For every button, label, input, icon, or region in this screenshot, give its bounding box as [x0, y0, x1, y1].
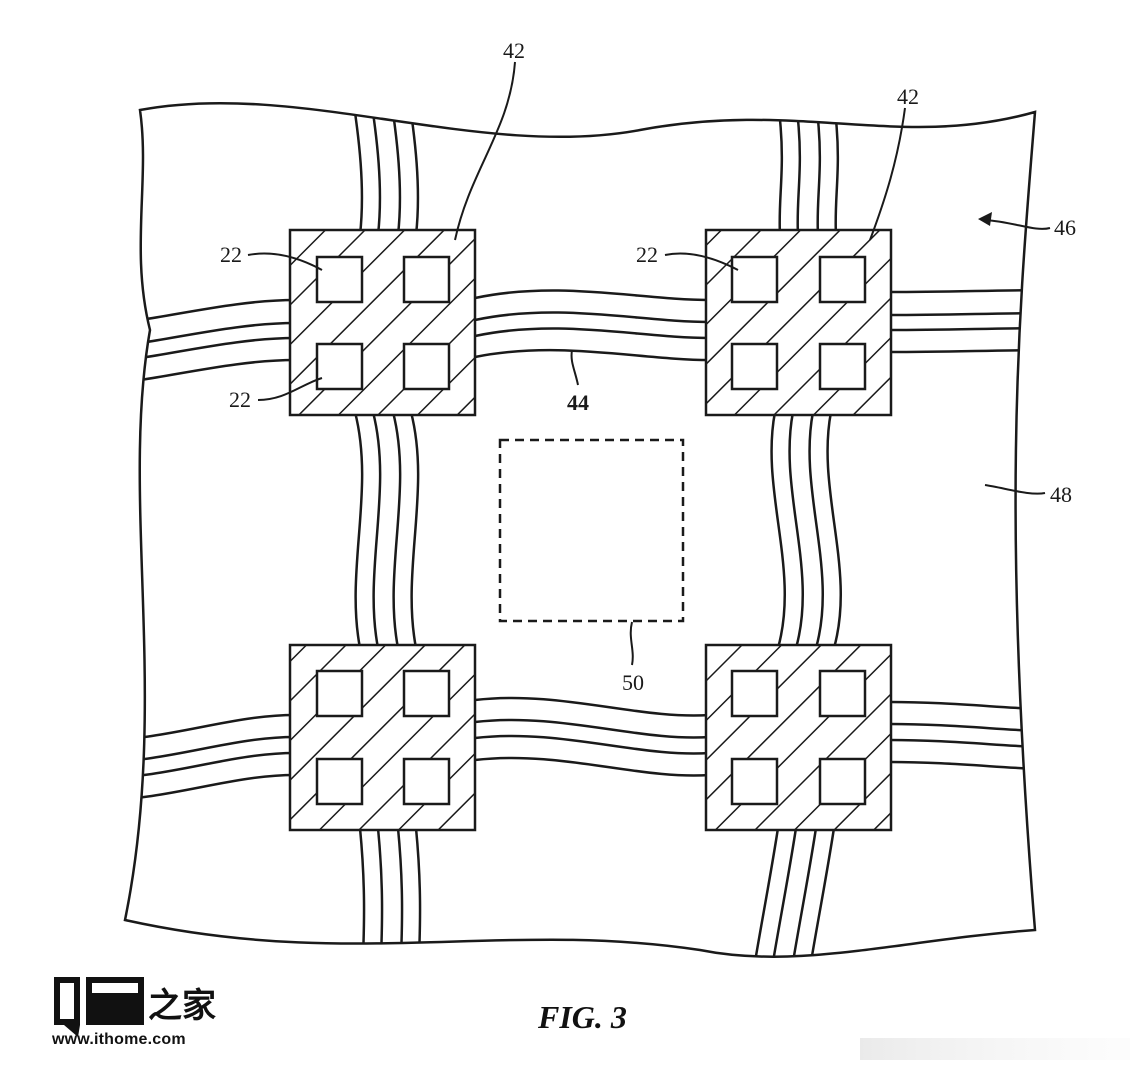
leader-22-a	[247, 252, 323, 271]
component-22	[818, 669, 867, 718]
component-22	[730, 342, 779, 391]
island-bottom-right	[704, 643, 893, 832]
leader-44	[570, 349, 579, 386]
interconnect-left-bottom	[358, 827, 422, 957]
component-22	[730, 669, 779, 718]
interconnect-right-bottom	[750, 827, 836, 957]
ithome-url: www.ithome.com	[52, 1031, 186, 1048]
component-22	[730, 757, 779, 806]
component-22	[818, 757, 867, 806]
svg-text:之家: 之家	[148, 986, 216, 1026]
label-48: 48	[1050, 482, 1072, 507]
leader-42-right	[869, 107, 906, 241]
island-top-right	[704, 228, 893, 417]
corner-artifact	[860, 1038, 1130, 1060]
label-46: 46	[1054, 215, 1076, 240]
label-42-left: 42	[503, 38, 525, 63]
leader-46	[984, 219, 1051, 230]
component-22	[315, 342, 364, 391]
interconnect-left-middle	[353, 411, 420, 649]
dashed-region	[498, 438, 685, 623]
interconnect-left-top	[348, 103, 420, 236]
component-22	[402, 255, 451, 304]
component-22	[315, 255, 364, 304]
component-22	[402, 757, 451, 806]
label-22-b: 22	[229, 387, 251, 412]
label-22-c: 22	[636, 242, 658, 267]
leader-48	[984, 484, 1046, 495]
interconnect-top-left	[125, 298, 296, 387]
leader-50	[629, 621, 634, 666]
label-22-a: 22	[220, 242, 242, 267]
interconnect-right-middle	[770, 411, 842, 649]
component-22	[730, 255, 779, 304]
component-22	[402, 669, 451, 718]
interconnect-bottom-middle	[474, 696, 711, 777]
leader-22-b	[257, 377, 323, 401]
component-22	[315, 669, 364, 718]
arrow-head-46	[978, 212, 992, 226]
interconnect-top-middle	[474, 289, 711, 362]
leader-22-c	[664, 252, 739, 271]
substrate-outline	[123, 101, 1037, 958]
component-22	[818, 255, 867, 304]
island-top-left	[288, 228, 477, 417]
component-22	[402, 342, 451, 391]
leader-42-left	[454, 61, 516, 241]
ithome-logo: 之家	[54, 977, 216, 1037]
island-bottom-left	[288, 643, 477, 832]
label-42-right: 42	[897, 84, 919, 109]
label-50: 50	[622, 670, 644, 695]
label-44: 44	[567, 390, 589, 415]
interconnect-bottom-right	[889, 700, 1035, 772]
component-22	[315, 757, 364, 806]
figure-caption: FIG. 3	[537, 999, 627, 1035]
interconnect-top-right	[889, 288, 1035, 354]
component-22	[818, 342, 867, 391]
interconnect-right-top	[778, 119, 840, 236]
